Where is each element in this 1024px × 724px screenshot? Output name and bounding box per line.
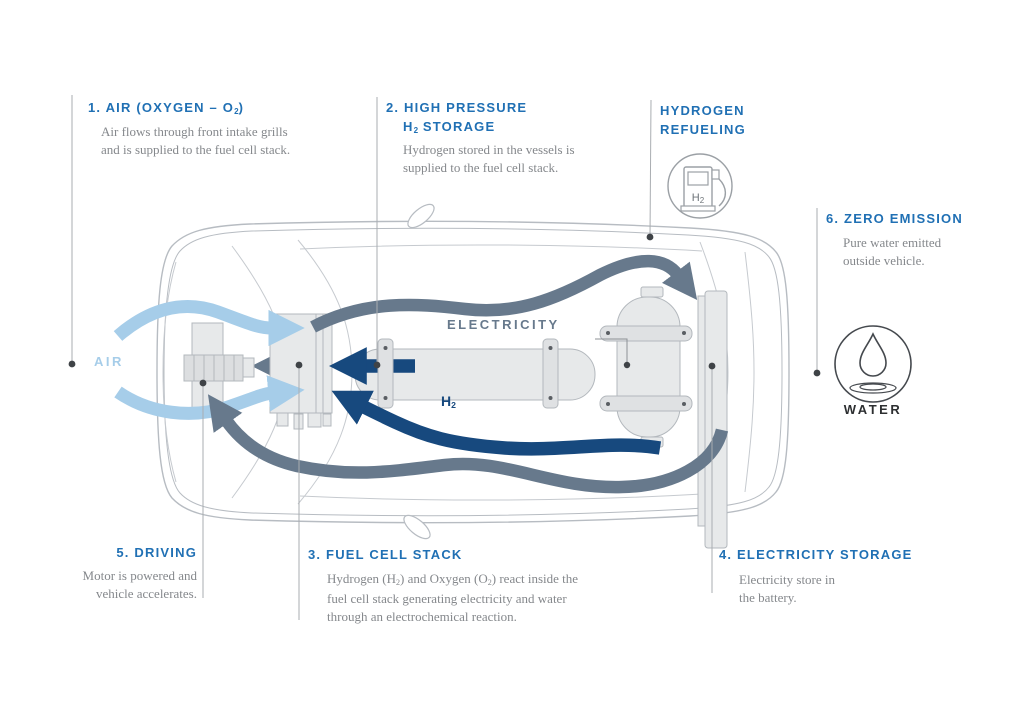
label-h2-storage-desc: Hydrogen stored in the vessels is suppli… — [403, 142, 575, 175]
flow-label-h2: H2 — [441, 393, 456, 411]
label-air-intake-desc: Air flows through front intake grills an… — [101, 124, 291, 157]
callout-line-refueling — [649, 99, 652, 238]
label-zero-emission-desc: Pure water emitted outside vehicle. — [843, 235, 942, 268]
label-electricity-storage-title: 4. ELECTRICITY STORAGE — [719, 547, 913, 562]
label-electricity-storage-desc: Electricity store in the battery. — [739, 572, 836, 605]
electricity-arrow-to-battery — [310, 254, 698, 333]
label-air-intake-title: 1. AIR (OXYGEN – O2) — [88, 100, 245, 117]
water-drop-icon — [834, 325, 912, 403]
tank-mount-brackets — [377, 325, 693, 412]
flow-label-air: AIR — [94, 354, 124, 369]
callout-lines — [71, 95, 818, 620]
battery-panel — [697, 290, 728, 549]
label-driving-desc: Motor is powered and vehicle accelerates… — [82, 568, 197, 601]
label-h2-storage-title: 2. HIGH PRESSURE H2 STORAGE — [386, 100, 528, 136]
car-interior-lines — [162, 239, 755, 505]
label-fuel-cell-title: 3. FUEL CELL STACK — [308, 547, 463, 562]
label-driving-title: 5. DRIVING — [116, 545, 197, 560]
fuel-cell-stack — [269, 313, 333, 430]
vessel-connector-line — [595, 338, 631, 369]
car-mirror-top-icon — [407, 203, 435, 229]
car-body-outline — [156, 220, 790, 524]
label-refueling-title: HYDROGEN REFUELING — [660, 103, 746, 137]
electricity-arrow-battery-to-motor — [207, 394, 729, 494]
h2-flow-arrow-curved — [331, 390, 662, 456]
car-mirror-bottom-icon — [403, 514, 431, 540]
label-zero-emission-title: 6. ZERO EMISSION — [826, 211, 963, 226]
pump-h2-label: H2 — [692, 192, 705, 205]
flow-label-water: WATER — [843, 402, 903, 417]
fuel-pump-icon: H2 — [667, 153, 733, 219]
flow-label-electricity: ELECTRICITY — [447, 317, 560, 332]
label-fuel-cell-desc: Hydrogen (H2) and Oxygen (O2) react insi… — [327, 571, 579, 624]
callout-dots — [68, 233, 821, 387]
air-flow-arrow-upper — [113, 300, 305, 347]
bracket-rivets — [383, 331, 686, 406]
